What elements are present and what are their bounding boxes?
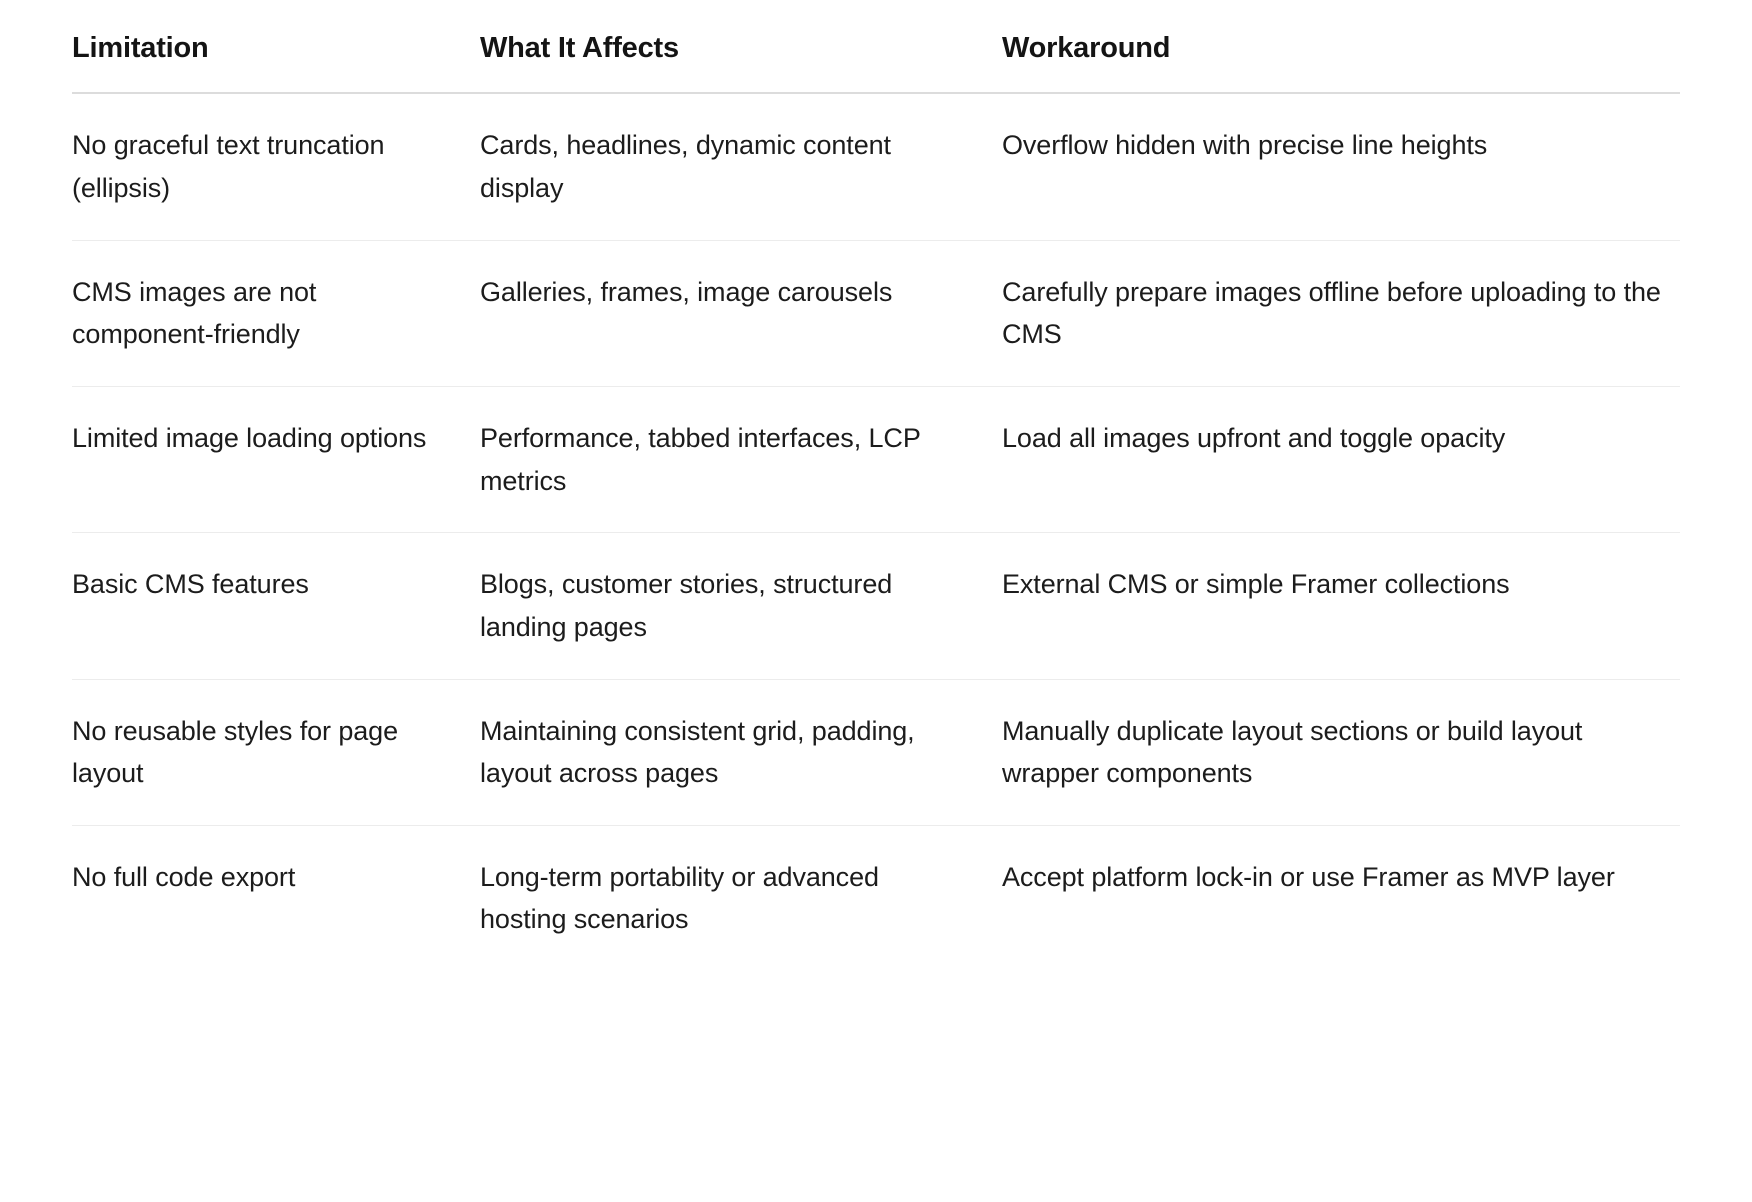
cell-text: Manually duplicate layout sections or bu… — [1002, 715, 1583, 789]
cell-limitation: No full code export — [72, 825, 480, 971]
table-row: No reusable styles for page layout Maint… — [72, 679, 1680, 826]
cell-text: Long-term portability or advanced hostin… — [480, 861, 879, 935]
limitations-comparison-table: Limitation What It Affects Workaround No… — [72, 0, 1680, 971]
cell-text: No reusable styles for page layout — [72, 715, 398, 789]
cell-text: Cards, headlines, dynamic content displa… — [480, 130, 891, 203]
column-header-what-it-affects: What It Affects — [480, 0, 1002, 95]
cell-text: Performance, tabbed interfaces, LCP metr… — [480, 422, 921, 496]
cell-workaround: Load all images upfront and toggle opaci… — [1002, 386, 1680, 534]
cell-affects: Long-term portability or advanced hostin… — [480, 825, 1002, 971]
cell-workaround: Accept platform lock-in or use Framer as… — [1002, 825, 1680, 971]
cell-text: Accept platform lock-in or use Framer as… — [1002, 861, 1615, 892]
cell-text: External CMS or simple Framer collection… — [1002, 569, 1510, 600]
table-row: No graceful text truncation (ellipsis) C… — [72, 93, 1680, 241]
cell-text: No graceful text truncation (ellipsis) — [72, 130, 385, 203]
cell-workaround: Manually duplicate layout sections or bu… — [1002, 679, 1680, 826]
cell-text: Galleries, frames, image carousels — [480, 276, 893, 307]
cell-affects: Galleries, frames, image carousels — [480, 240, 1002, 387]
cell-limitation: CMS images are not component-friendly — [72, 240, 480, 387]
table-row: No full code export Long-term portabilit… — [72, 825, 1680, 971]
cell-limitation: No graceful text truncation (ellipsis) — [72, 93, 480, 241]
cell-affects: Blogs, customer stories, structured land… — [480, 532, 1002, 680]
column-header-limitation: Limitation — [72, 0, 480, 95]
cell-limitation: Limited image loading options — [72, 386, 480, 534]
table-row: Basic CMS features Blogs, customer stori… — [72, 532, 1680, 680]
cell-text: Blogs, customer stories, structured land… — [480, 569, 893, 642]
table-header: Limitation What It Affects Workaround — [72, 0, 1680, 95]
cell-text: CMS images are not component-friendly — [72, 276, 317, 350]
column-header-workaround: Workaround — [1002, 0, 1680, 95]
cell-text: No full code export — [72, 861, 296, 892]
cell-workaround: External CMS or simple Framer collection… — [1002, 532, 1680, 680]
cell-workaround: Overflow hidden with precise line height… — [1002, 93, 1680, 241]
cell-affects: Performance, tabbed interfaces, LCP metr… — [480, 386, 1002, 534]
cell-text: Load all images upfront and toggle opaci… — [1002, 422, 1506, 453]
cell-limitation: No reusable styles for page layout — [72, 679, 480, 826]
cell-text: Overflow hidden with precise line height… — [1002, 130, 1488, 161]
cell-limitation: Basic CMS features — [72, 532, 480, 680]
cell-text: Maintaining consistent grid, padding, la… — [480, 715, 915, 789]
table-header-row: Limitation What It Affects Workaround — [72, 0, 1680, 95]
cell-workaround: Carefully prepare images offline before … — [1002, 240, 1680, 387]
table-row: Limited image loading options Performanc… — [72, 386, 1680, 534]
cell-affects: Cards, headlines, dynamic content displa… — [480, 93, 1002, 241]
cell-text: Carefully prepare images offline before … — [1002, 276, 1661, 350]
table-body: No graceful text truncation (ellipsis) C… — [72, 93, 1680, 971]
cell-text: Basic CMS features — [72, 569, 309, 600]
cell-text: Limited image loading options — [72, 422, 427, 453]
table-row: CMS images are not component-friendly Ga… — [72, 240, 1680, 387]
cell-affects: Maintaining consistent grid, padding, la… — [480, 679, 1002, 826]
